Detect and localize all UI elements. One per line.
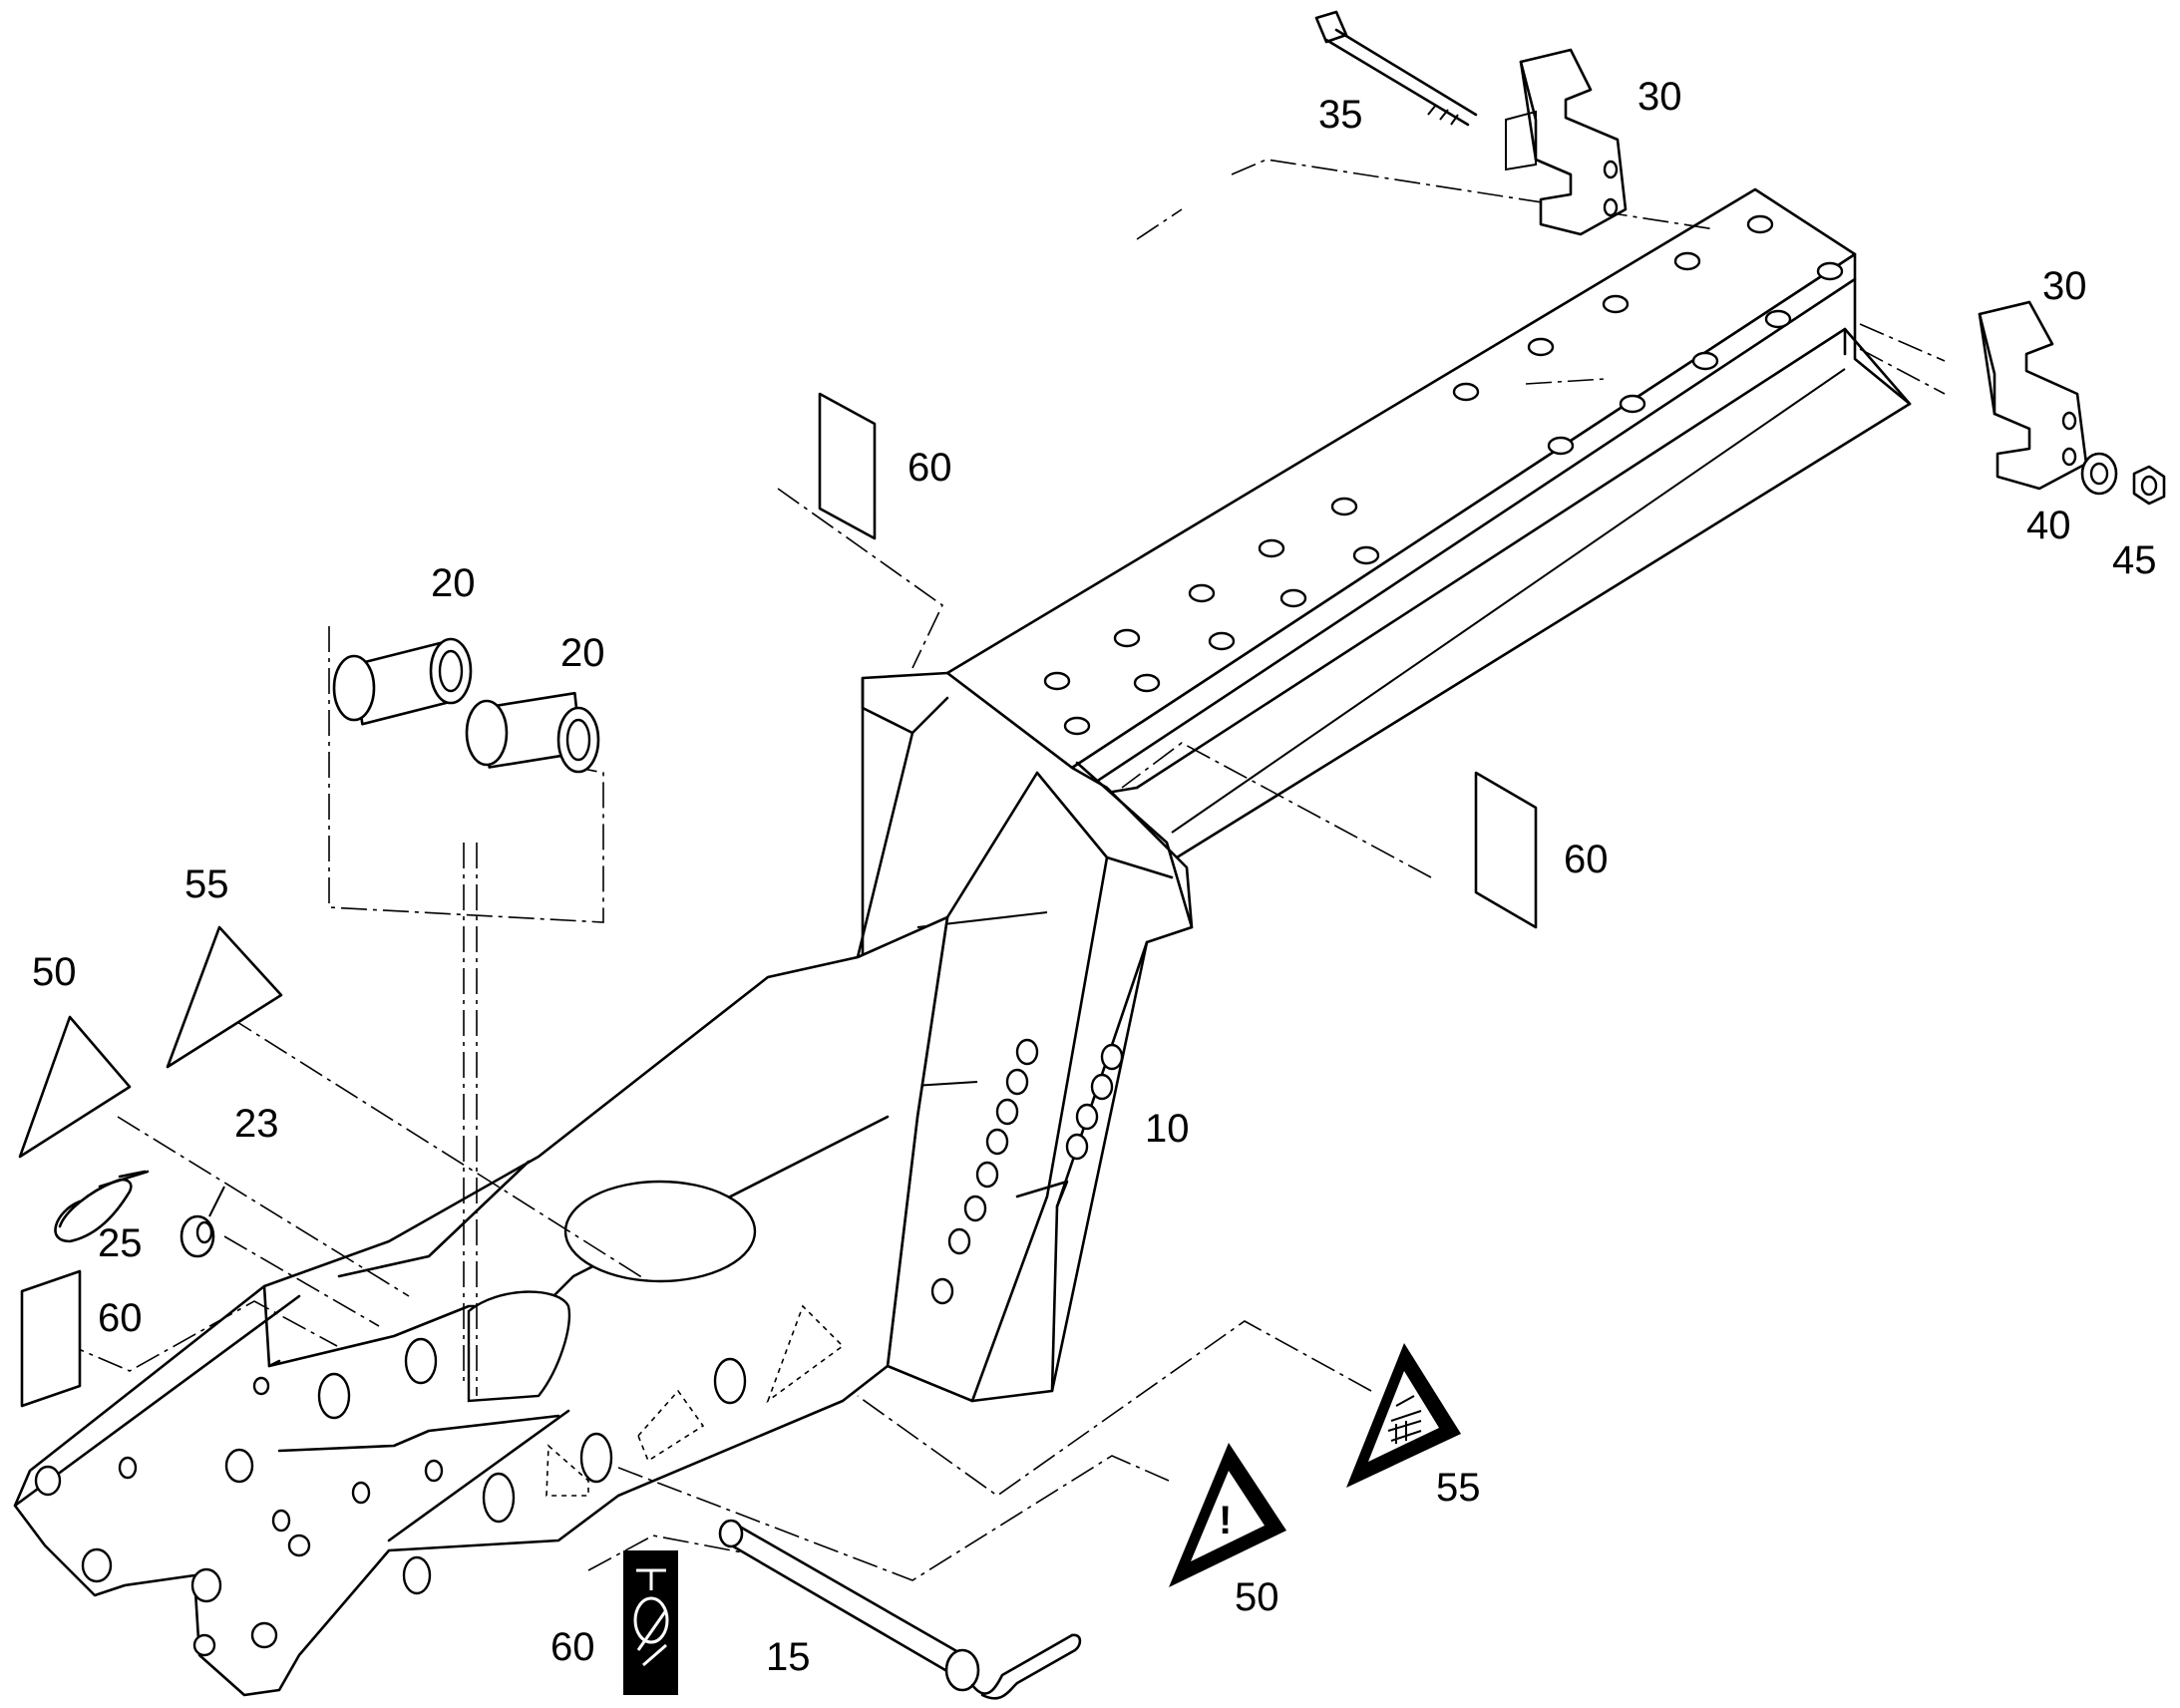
assembly-lines [59, 159, 2070, 1581]
label-60-left [20, 1269, 82, 1408]
pin [718, 1519, 1082, 1700]
upright-holes [930, 1038, 1124, 1305]
clamp-block-upper [1505, 48, 1628, 236]
warning-triangle-50: ! [1169, 1443, 1286, 1587]
bolt [1314, 10, 1478, 127]
callout-60d: 60 [550, 1625, 595, 1669]
bush-1 [332, 637, 473, 726]
callout-35: 35 [1318, 93, 1363, 137]
arm-holes [34, 1337, 747, 1657]
callout-20a: 20 [431, 561, 476, 605]
callout-60c: 60 [98, 1296, 143, 1340]
callout-20b: 20 [560, 631, 605, 675]
callout-50b: 50 [1235, 1575, 1279, 1619]
callout-45: 45 [2112, 538, 2157, 582]
nut [2132, 465, 2166, 506]
label-60-right [1474, 771, 1538, 929]
callout-30a: 30 [1637, 75, 1682, 119]
callouts: 10 15 20 20 23 25 30 30 35 40 45 50 50 5… [32, 75, 2157, 1679]
callout-30b: 30 [2042, 264, 2087, 308]
callout-25: 25 [98, 1221, 143, 1265]
main-beam [945, 187, 1912, 859]
clamp-block-lower [1978, 300, 2088, 491]
washer [2080, 452, 2118, 496]
triangle-55-left [166, 925, 283, 1069]
drawbar-arm [13, 915, 949, 1697]
callout-40: 40 [2026, 504, 2071, 547]
callout-10: 10 [1145, 1107, 1190, 1151]
callout-60a: 60 [908, 446, 952, 490]
callout-23: 23 [234, 1102, 279, 1146]
callout-60b: 60 [1564, 838, 1609, 881]
callout-55a: 55 [184, 862, 229, 906]
warning-glyph: ! [1219, 1499, 1232, 1542]
label-60-top [818, 392, 877, 540]
callout-50a: 50 [32, 950, 77, 994]
spring-clip [54, 1170, 150, 1243]
label-60-bottom [623, 1550, 678, 1695]
warning-triangle-55 [1346, 1343, 1461, 1488]
triangle-50-left [18, 1015, 132, 1159]
callout-55b: 55 [1436, 1466, 1481, 1510]
callout-15: 15 [766, 1635, 811, 1679]
beam-holes [1043, 214, 1844, 736]
small-washer [180, 1186, 225, 1258]
bush-2 [465, 691, 600, 774]
